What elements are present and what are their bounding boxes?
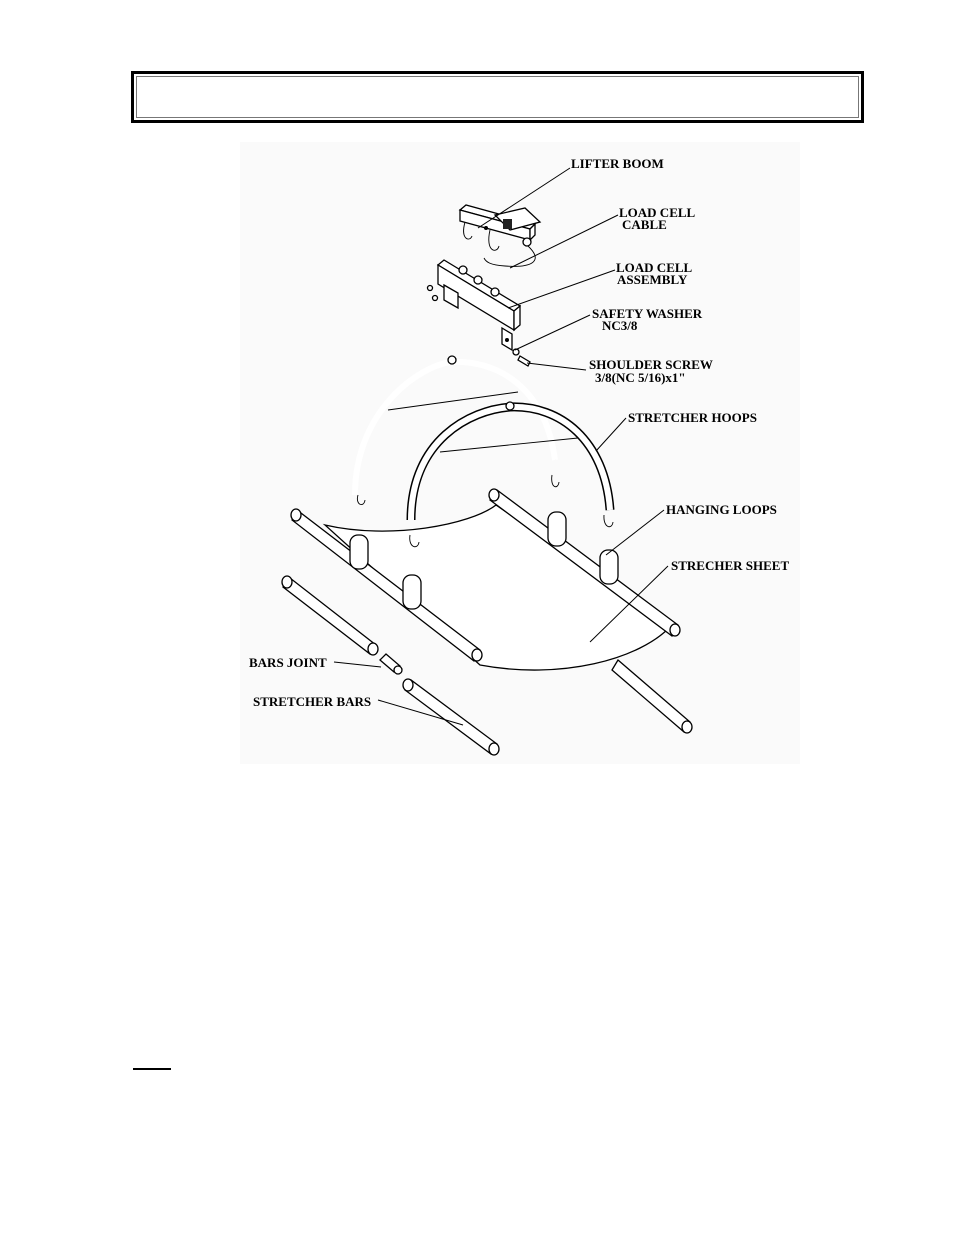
label-stretcher-bars: STRETCHER BARS bbox=[253, 694, 371, 709]
label-safety-washer-line2: NC3/8 bbox=[602, 318, 638, 333]
label-strecher-sheet: STRECHER SHEET bbox=[671, 558, 789, 573]
label-stretcher-hoops: STRETCHER HOOPS bbox=[628, 410, 757, 425]
lifter-boom bbox=[460, 205, 540, 250]
label-bars-joint: BARS JOINT bbox=[249, 655, 327, 670]
shoulder-screw bbox=[518, 356, 530, 366]
label-shoulder-screw-line2: 3/8(NC 5/16)x1" bbox=[595, 370, 686, 385]
label-lifter-boom: LIFTER BOOM bbox=[571, 156, 664, 171]
load-cell-assembly bbox=[428, 260, 521, 350]
label-load-cell-cable-line2: CABLE bbox=[622, 217, 667, 232]
note-underline bbox=[133, 1068, 171, 1070]
label-hanging-loops: HANGING LOOPS bbox=[666, 502, 777, 517]
bars-joint bbox=[380, 654, 402, 674]
label-load-cell-assembly-line2: ASSEMBLY bbox=[617, 272, 688, 287]
